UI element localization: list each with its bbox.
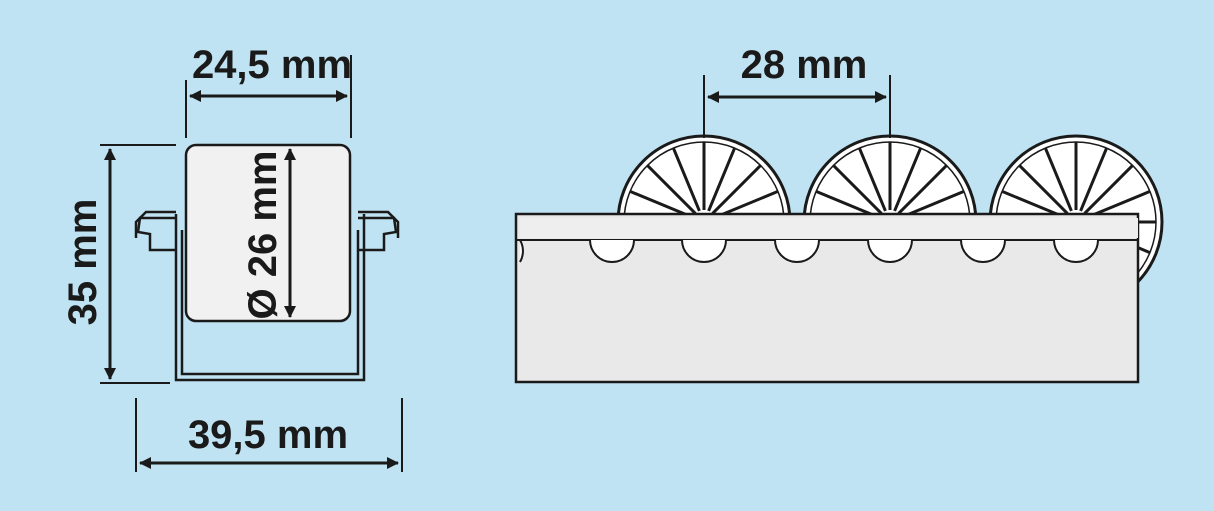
wheel-cutout xyxy=(519,239,524,263)
wheel-pitch-label: 28 mm xyxy=(741,43,868,87)
roller-width-label: 24,5 mm xyxy=(192,43,352,87)
wheel-cutout xyxy=(774,239,820,263)
wheel-cutout xyxy=(1053,239,1099,263)
bracket-profile xyxy=(134,210,400,382)
dim-roller-diameter: Ø 26 mm xyxy=(241,148,296,320)
dim-roller-height: 35 mm xyxy=(61,144,176,384)
roller-diameter-label: Ø 26 mm xyxy=(241,151,285,320)
cross-section-view: 24,5 mm Ø 26 mm 35 mm 39,5 mm xyxy=(61,43,403,472)
dim-wheel-pitch: 28 mm xyxy=(703,43,891,138)
roller-body xyxy=(184,143,352,323)
wheel-cutout xyxy=(589,239,635,263)
wheel-cutout xyxy=(867,239,913,263)
rail-profile xyxy=(514,212,1140,384)
roller-height-label: 35 mm xyxy=(61,199,105,326)
side-view: 28 mm xyxy=(514,43,1164,384)
bracket-width-label: 39,5 mm xyxy=(188,413,348,457)
dim-bracket-width: 39,5 mm xyxy=(135,398,403,472)
wheel-cutout xyxy=(681,239,727,263)
wheel-cutout xyxy=(960,239,1006,263)
wheel-cutouts xyxy=(519,239,1099,263)
dim-roller-width: 24,5 mm xyxy=(185,43,352,138)
